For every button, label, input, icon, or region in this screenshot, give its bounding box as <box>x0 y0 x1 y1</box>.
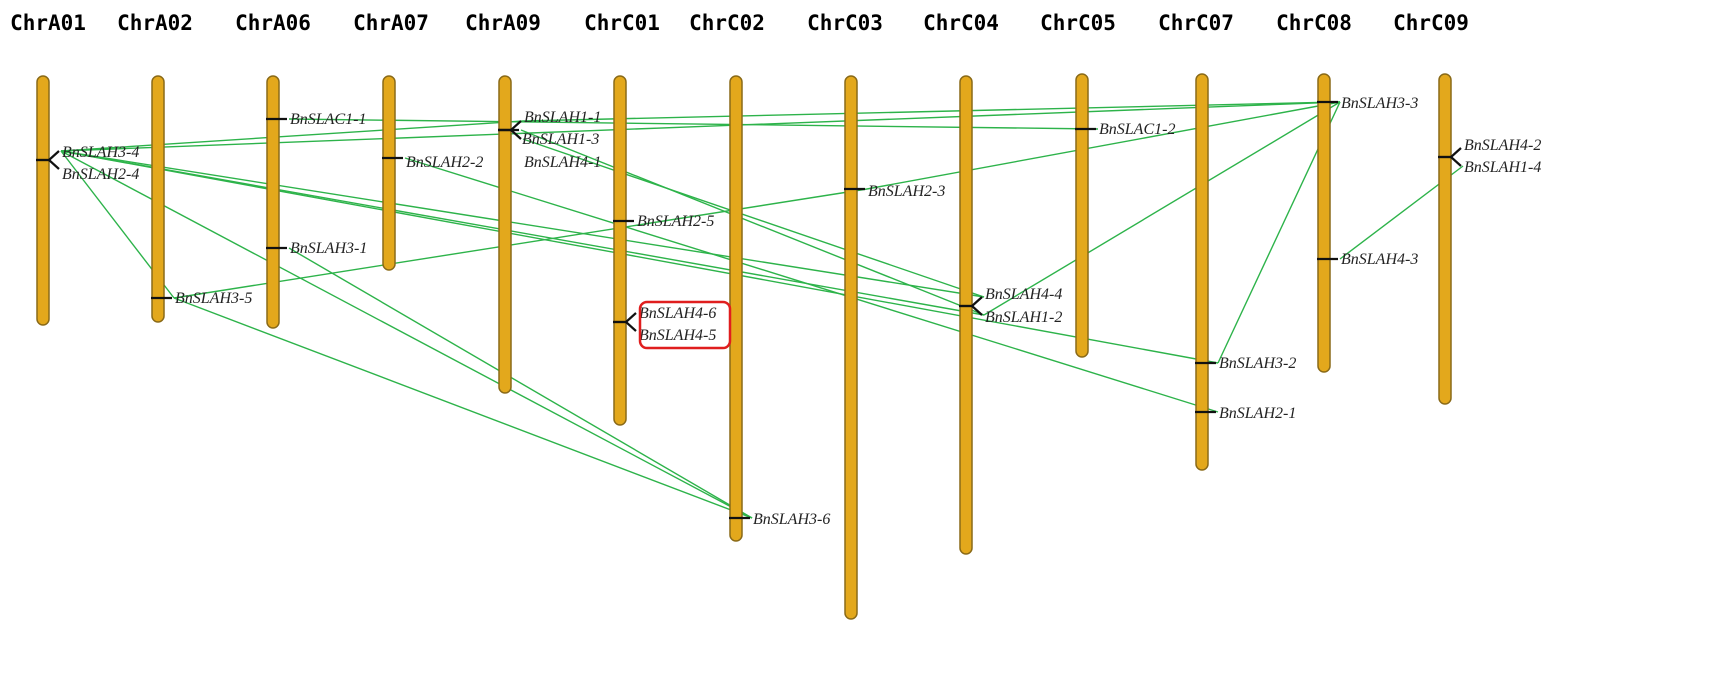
chromosome-A07 <box>382 75 396 271</box>
chromosome-name-C04: ChrC04 <box>923 11 999 35</box>
chromosome-name-A06: ChrA06 <box>235 11 311 35</box>
gene-label-BnSLAH2-5: BnSLAH2-5 <box>637 213 714 230</box>
gene-label-BnSLAH3-6: BnSLAH3-6 <box>753 511 830 528</box>
link-BnSLAH2-3-BnSLAH3-3 <box>866 101 1341 190</box>
link-BnSLAC1-1-BnSLAC1-2 <box>288 118 1099 130</box>
gene-tick-branch-BnSLAH1-4 <box>1450 156 1462 167</box>
gene-label-BnSLAH4-4: BnSLAH4-4 <box>985 286 1062 303</box>
gene-tick-branch-BnSLAH4-4 <box>971 296 983 307</box>
gene-label-BnSLAH1-3: BnSLAH1-3 <box>522 131 599 148</box>
chromosome-A09 <box>498 75 512 394</box>
gene-tick-branch-BnSLAH2-4 <box>48 159 60 170</box>
gene-label-BnSLAC1-1: BnSLAC1-1 <box>290 111 366 128</box>
gene-tick-branch-BnSLAH4-6 <box>625 312 637 323</box>
gene-label-BnSLAC1-2: BnSLAC1-2 <box>1099 121 1175 138</box>
chromosome-name-C07: ChrC07 <box>1158 11 1234 35</box>
chromosome-name-C02: ChrC02 <box>689 11 765 35</box>
gene-label-BnSLAH3-5: BnSLAH3-5 <box>175 290 252 307</box>
chromosome-name-A09: ChrA09 <box>465 11 541 35</box>
gene-label-BnSLAH1-4: BnSLAH1-4 <box>1464 159 1541 176</box>
link-BnSLAH3-5-BnSLAH3-6 <box>173 297 753 519</box>
link-BnSLAH3-3-BnSLAH1-2 <box>983 101 1341 316</box>
chromosome-name-C03: ChrC03 <box>807 11 883 35</box>
link-BnSLAH2-2-BnSLAH2-1 <box>404 157 1219 413</box>
chromosome-A02 <box>151 75 165 323</box>
gene-tick-branch-BnSLAH3-4 <box>48 150 60 161</box>
gene-label-BnSLAH3-2: BnSLAH3-2 <box>1219 355 1296 372</box>
chromosomes <box>36 73 1452 620</box>
chromosome-name-C08: ChrC08 <box>1276 11 1352 35</box>
synteny-links <box>60 101 1464 519</box>
chromosome-C05 <box>1075 73 1089 358</box>
link-BnSLAH3-4-BnSLAH4-4 <box>60 150 985 298</box>
gene-label-BnSLAH2-3: BnSLAH2-3 <box>868 183 945 200</box>
gene-label-BnSLAH3-1: BnSLAH3-1 <box>290 240 367 257</box>
gene-label-BnSLAH2-2: BnSLAH2-2 <box>406 154 483 171</box>
link-BnSLAH4-1-BnSLAH4-4 <box>522 138 985 298</box>
link-BnSLAH3-1-BnSLAH3-6 <box>288 247 753 519</box>
gene-tick-branch-BnSLAH4-5 <box>625 321 637 332</box>
gene-label-BnSLAH1-1: BnSLAH1-1 <box>524 109 601 126</box>
gene-tick-branch-BnSLAH1-1 <box>510 120 522 131</box>
chromosome-A06 <box>266 75 280 329</box>
highlight-box <box>638 300 732 350</box>
chromosome-C09 <box>1438 73 1452 405</box>
gene-markers: BnSLAH3-4BnSLAH2-4BnSLAH3-5BnSLAC1-1BnSL… <box>36 95 1541 528</box>
gene-label-BnSLAH4-3: BnSLAH4-3 <box>1341 251 1418 268</box>
gene-label-BnSLAH1-2: BnSLAH1-2 <box>985 309 1062 326</box>
gene-label-BnSLAH4-1: BnSLAH4-1 <box>524 154 601 171</box>
chromosome-C07 <box>1195 73 1209 471</box>
link-BnSLAH3-4-BnSLAH3-6 <box>60 150 753 519</box>
chromosome-C08 <box>1317 73 1331 373</box>
chromosome-C04 <box>959 75 973 555</box>
gene-label-BnSLAH4-2: BnSLAH4-2 <box>1464 137 1541 154</box>
chromosome-name-C01: ChrC01 <box>584 11 660 35</box>
gene-tick-branch-BnSLAH4-1 <box>510 129 522 140</box>
link-BnSLAH3-4-BnSLAH3-2 <box>60 150 1219 364</box>
chromosome-C02 <box>729 75 743 542</box>
gene-label-BnSLAH2-4: BnSLAH2-4 <box>62 166 139 183</box>
gene-label-BnSLAH2-1: BnSLAH2-1 <box>1219 405 1296 422</box>
link-BnSLAH3-4-BnSLAH1-2 <box>60 150 985 316</box>
gene-label-BnSLAH4-5: BnSLAH4-5 <box>639 327 716 344</box>
chromosome-A01 <box>36 75 50 326</box>
gene-label-BnSLAH3-4: BnSLAH3-4 <box>62 144 139 161</box>
chromosome-name-A07: ChrA07 <box>353 11 429 35</box>
chromosome-name-A01: ChrA01 <box>10 11 86 35</box>
gene-label-BnSLAH4-6: BnSLAH4-6 <box>639 305 716 322</box>
chromosome-name-C09: ChrC09 <box>1393 11 1469 35</box>
chromosome-C03 <box>844 75 858 620</box>
chromosome-C01 <box>613 75 627 426</box>
gene-label-BnSLAH3-3: BnSLAH3-3 <box>1341 95 1418 112</box>
chromosome-name-C05: ChrC05 <box>1040 11 1116 35</box>
link-BnSLAH1-3-BnSLAH1-2 <box>520 129 985 316</box>
gene-tick-branch-BnSLAH1-2 <box>971 305 983 316</box>
link-BnSLAH3-5-BnSLAH2-3 <box>173 188 868 299</box>
chromosome-names: ChrA01 ChrA02 ChrA06 ChrA07 ChrA09 ChrC01 ChrC… <box>10 11 1469 35</box>
gene-tick-branch-BnSLAH4-2 <box>1450 147 1462 158</box>
link-BnSLAH3-4-BnSLAH1-1 <box>60 120 524 152</box>
chromosome-name-A02: ChrA02 <box>117 11 193 35</box>
